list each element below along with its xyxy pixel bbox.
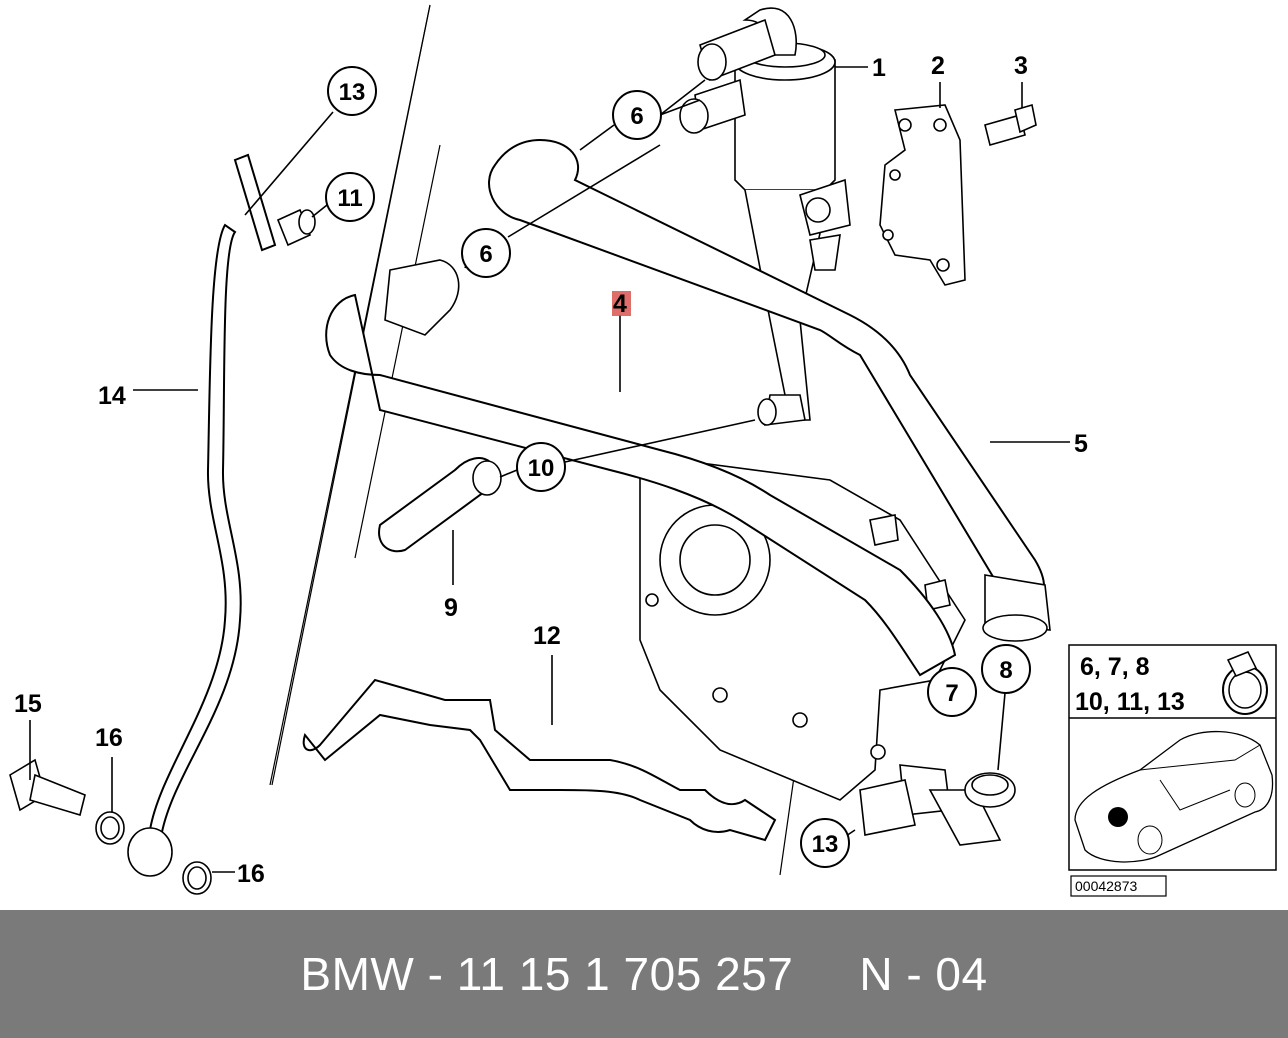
svg-text:13: 13 — [339, 79, 366, 106]
callout-11: 11 — [325, 172, 375, 222]
callout-12: 12 — [533, 622, 561, 650]
callout-7: 7 — [927, 667, 977, 717]
hose-5 — [488, 138, 1051, 642]
callout-10: 10 — [516, 442, 566, 492]
callout-3: 3 — [1014, 52, 1028, 80]
callout-15: 15 — [14, 690, 42, 718]
legend-line-2: 10, 11, 13 — [1075, 688, 1185, 716]
callout-2: 2 — [931, 52, 945, 80]
callout-5: 5 — [1074, 430, 1088, 458]
footer-position: N - 04 — [859, 948, 988, 1000]
perspective-guides — [269, 4, 796, 876]
oil-line-14 — [127, 153, 316, 877]
callout-16-top: 16 — [95, 724, 123, 752]
callout-6-lower: 6 — [461, 228, 511, 278]
footer-part-number: BMW - 11 15 1 705 257 — [300, 948, 794, 1000]
pressure-valve — [859, 764, 1016, 846]
bolt — [984, 103, 1037, 146]
svg-text:8: 8 — [999, 657, 1012, 684]
svg-text:10: 10 — [528, 455, 555, 482]
circled-callouts: 13 11 6 6 10 7 8 13 — [325, 66, 1031, 868]
diagram-number: 00042873 — [1075, 878, 1138, 894]
footer-bar: BMW - 11 15 1 705 257 N - 04 — [0, 910, 1288, 1038]
callout-6-upper: 6 — [612, 90, 662, 140]
hose-9 — [378, 457, 502, 553]
engine-location-marker — [1108, 807, 1128, 827]
callout-4: 4 — [613, 290, 627, 318]
callout-9: 9 — [444, 594, 458, 622]
engine-block — [639, 454, 966, 801]
svg-text:11: 11 — [337, 185, 362, 212]
washers — [95, 811, 212, 895]
banjo-bolt — [9, 758, 86, 817]
svg-text:13: 13 — [812, 831, 839, 858]
callout-13-top: 13 — [327, 66, 377, 116]
legend-box: 6, 7, 8 10, 11, 13 00042873 — [1068, 644, 1277, 897]
hose-12 — [302, 678, 777, 842]
hose-clamp-icon — [1222, 651, 1268, 715]
callout-14: 14 — [98, 382, 126, 410]
oil-separator-housing — [679, 7, 851, 426]
svg-text:6: 6 — [630, 103, 643, 130]
callout-4-highlight — [612, 291, 631, 316]
callout-1: 1 — [872, 54, 886, 82]
car-location-icon — [1074, 730, 1274, 863]
callout-13-bottom: 13 — [800, 818, 850, 868]
callout-16-bottom: 16 — [237, 860, 265, 888]
parts-diagram: 1 2 3 4 5 9 12 14 15 16 16 13 11 6 6 — [9, 4, 1277, 897]
svg-text:6: 6 — [479, 241, 492, 268]
bracket — [879, 104, 966, 286]
callout-labels: 1 2 3 4 5 9 12 14 15 16 16 — [14, 52, 1088, 888]
leader-lines — [29, 66, 1070, 873]
callout-8: 8 — [981, 644, 1031, 694]
legend-line-1: 6, 7, 8 — [1080, 653, 1150, 681]
svg-text:7: 7 — [945, 680, 958, 707]
hose-4 — [325, 259, 957, 677]
